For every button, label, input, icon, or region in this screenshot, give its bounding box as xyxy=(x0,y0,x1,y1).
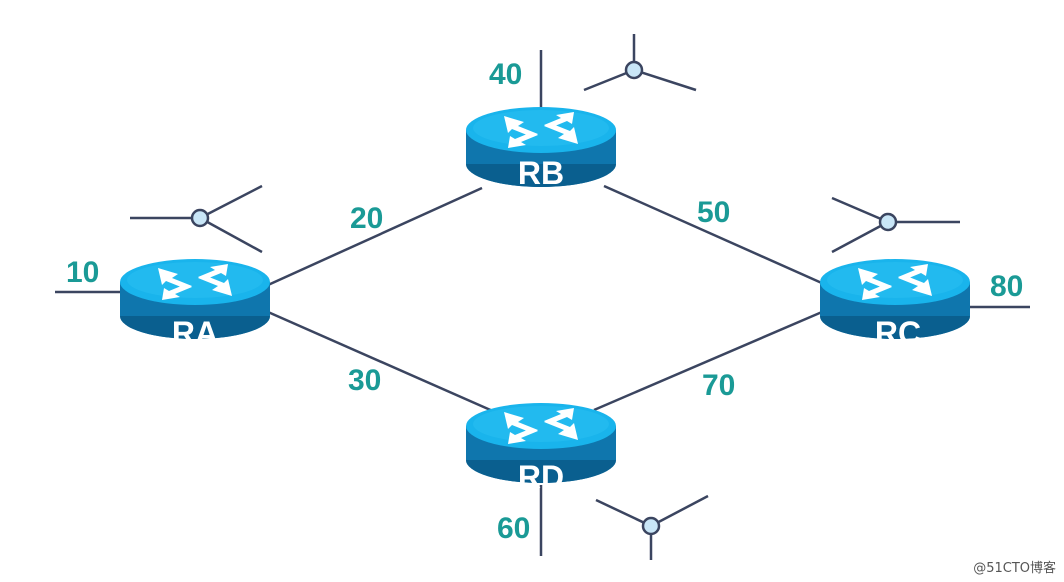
label-rb-rc: 50 xyxy=(697,196,730,229)
label-rd-stub: 60 xyxy=(497,512,530,545)
label-rb-stub: 40 xyxy=(489,58,522,91)
router-name: RC xyxy=(875,315,921,351)
label-rc-stub: 80 xyxy=(990,270,1023,303)
label-ra-rd: 30 xyxy=(348,364,381,397)
link-ra-rb xyxy=(267,186,483,287)
hub-icon xyxy=(583,34,697,92)
hub-icon xyxy=(595,494,709,560)
router-ra: RA xyxy=(120,259,270,351)
link-ra-rd xyxy=(267,310,496,414)
watermark: @51CTO博客 xyxy=(973,560,1056,576)
label-rd-rc: 70 xyxy=(702,369,735,402)
hub-icon xyxy=(130,184,263,254)
label-ra-stub: 10 xyxy=(66,256,99,289)
router-rc: RC xyxy=(820,259,970,351)
router-rb: RB xyxy=(466,107,616,191)
link-rb-rc xyxy=(603,184,825,286)
label-ra-rb: 20 xyxy=(350,202,383,235)
link-rd-rc xyxy=(593,310,823,412)
router-name: RA xyxy=(172,315,218,351)
hub-icon xyxy=(831,196,960,254)
router-name: RD xyxy=(518,459,564,495)
router-name: RB xyxy=(518,155,564,191)
router-rd: RD xyxy=(466,403,616,495)
